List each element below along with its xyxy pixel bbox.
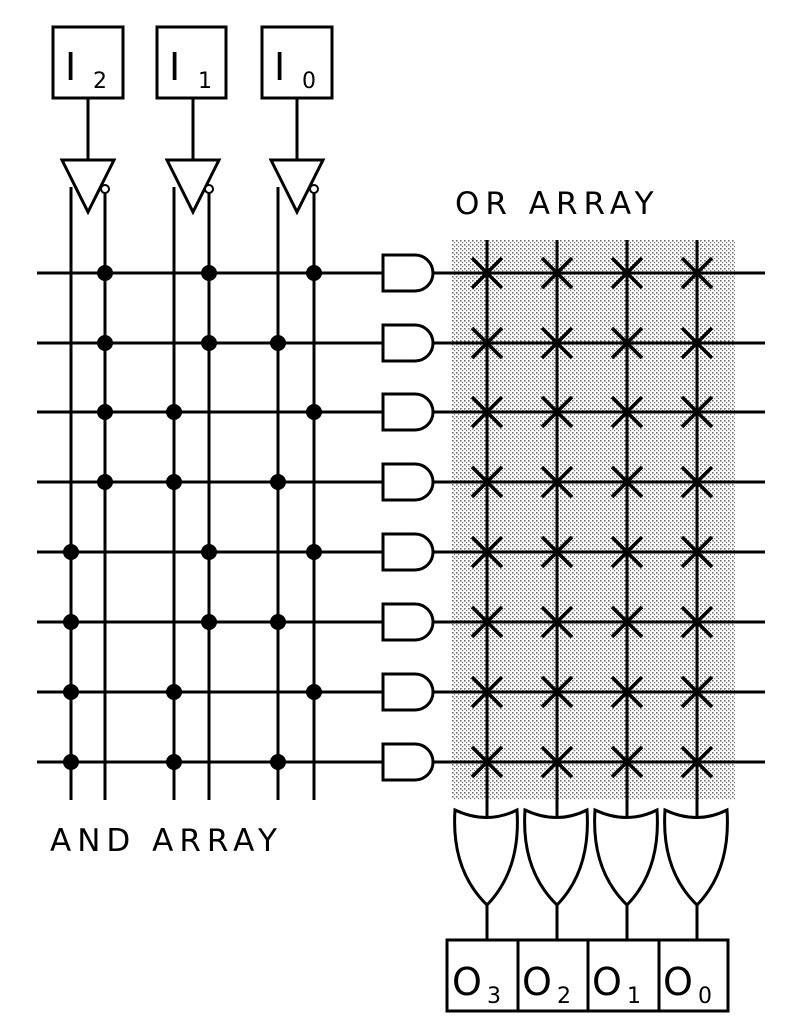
and-connection-dot (306, 404, 322, 420)
or-connection-x (540, 465, 574, 499)
input-box-i1: I 1 (155, 25, 228, 100)
and-connection-dot (306, 265, 322, 281)
input-subscript: 0 (302, 69, 316, 94)
output-letter: O (592, 960, 622, 1004)
input-letter: I (65, 45, 76, 89)
and-gate-icon (381, 672, 435, 712)
and-connection-dot (306, 684, 322, 700)
or-array-shading (452, 240, 735, 800)
or-connection-x (470, 326, 504, 360)
output-subscript: 1 (627, 984, 641, 1009)
and-gate-icon (381, 742, 435, 782)
or-connection-x (610, 535, 644, 569)
and-connection-dot (166, 474, 182, 490)
or-connection-x (610, 395, 644, 429)
or-connection-x (540, 745, 574, 779)
and-connection-dot (63, 614, 79, 630)
output-letter: O (452, 960, 482, 1004)
and-gate-icon (381, 392, 435, 432)
and-gate-icon (381, 532, 435, 572)
or-connection-x (470, 465, 504, 499)
and-gate-icon (381, 323, 435, 363)
input-box-i0: I 0 (260, 25, 334, 100)
and-connection-dot (63, 544, 79, 560)
and-connection-dot (270, 474, 286, 490)
inverter-bubble-icon (204, 184, 214, 194)
and-connection-dot (97, 265, 113, 281)
or-connection-x (470, 256, 504, 290)
and-gate-icon (381, 462, 435, 502)
or-connection-x (680, 605, 714, 639)
or-connection-x (540, 675, 574, 709)
or-connection-x (470, 605, 504, 639)
and-connection-dot (201, 335, 217, 351)
output-letter: O (663, 960, 693, 1004)
and-connection-dot (63, 684, 79, 700)
or-gate-icon (663, 807, 729, 908)
or-connection-x (470, 395, 504, 429)
or-gate-icon (523, 807, 589, 908)
or-connection-x (470, 535, 504, 569)
and-gate-icon (381, 253, 435, 293)
output-letter: O (522, 960, 552, 1004)
or-connection-x (680, 745, 714, 779)
or-connection-x (680, 395, 714, 429)
or-connection-x (540, 326, 574, 360)
or-connection-x (610, 256, 644, 290)
inverter-bubble-icon (309, 184, 319, 194)
input-letter: I (274, 45, 285, 89)
or-connection-x (680, 326, 714, 360)
and-connection-dot (97, 335, 113, 351)
and-connection-dot (97, 404, 113, 420)
and-connection-dot (166, 684, 182, 700)
and-connection-dot (201, 614, 217, 630)
or-array-label: OR ARRAY (455, 186, 660, 222)
or-connection-x (680, 535, 714, 569)
or-connection-x (610, 326, 644, 360)
or-connection-x (610, 605, 644, 639)
output-box-o1: O 1 (586, 938, 661, 1013)
or-connection-x (610, 465, 644, 499)
or-connection-x (470, 675, 504, 709)
or-gate-icon (593, 807, 659, 908)
output-subscript: 2 (557, 984, 571, 1009)
and-connection-dot (166, 404, 182, 420)
input-subscript: 1 (198, 69, 212, 94)
output-subscript: 0 (698, 984, 712, 1009)
and-connection-dot (306, 544, 322, 560)
or-connection-x (680, 675, 714, 709)
input-box-i2: I 2 (51, 25, 125, 100)
and-connection-dot (166, 754, 182, 770)
output-box-o0: O 0 (657, 938, 730, 1013)
and-connection-dot (270, 754, 286, 770)
input-letter: I (169, 45, 180, 89)
and-gate-icon (381, 602, 435, 642)
or-connection-x (680, 465, 714, 499)
output-box-o3: O 3 (445, 938, 520, 1013)
or-connection-x (540, 395, 574, 429)
and-array-label: AND ARRAY (50, 823, 283, 859)
and-connection-dot (63, 754, 79, 770)
output-subscript: 3 (487, 984, 501, 1009)
or-gate-icon (453, 807, 519, 908)
or-connection-x (540, 535, 574, 569)
or-connection-x (540, 256, 574, 290)
inverter-bubble-icon (100, 184, 110, 194)
input-subscript: 2 (93, 69, 107, 94)
or-connection-x (540, 605, 574, 639)
and-connection-dot (201, 265, 217, 281)
and-connection-dot (270, 335, 286, 351)
or-connection-x (680, 256, 714, 290)
or-connection-x (610, 745, 644, 779)
output-box-o2: O 2 (516, 938, 590, 1013)
or-connection-x (610, 675, 644, 709)
and-connection-dot (97, 474, 113, 490)
and-connection-dot (270, 614, 286, 630)
and-connection-dot (201, 544, 217, 560)
or-connection-x (470, 745, 504, 779)
